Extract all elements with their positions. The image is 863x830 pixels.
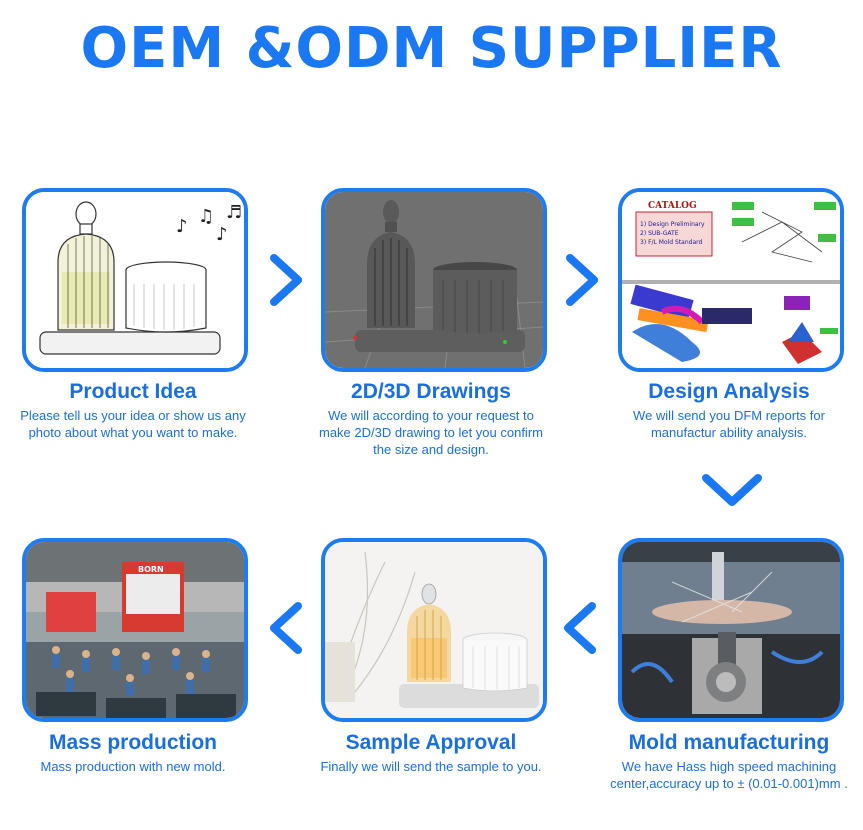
- step-title-product-idea: Product Idea: [69, 380, 197, 403]
- step-desc-design-analysis: We will send you DFM reports for manufac…: [633, 408, 825, 440]
- chevron-left-icon: [560, 600, 600, 656]
- factory-sign: BORN: [138, 565, 164, 574]
- step-title-mass-production: Mass production: [48, 731, 217, 754]
- step-title-drawings: 2D/3D Drawings: [351, 380, 511, 403]
- catalog-item: 3) F/L Mold Standard: [640, 239, 703, 246]
- svg-text:♪: ♪: [216, 224, 228, 245]
- mold-manufacturing-image: [618, 538, 844, 722]
- step-title-design-analysis: Design Analysis: [648, 380, 810, 403]
- catalog-label: CATALOG: [648, 201, 697, 211]
- product-idea-image: ♪♫ ♪♬: [22, 188, 248, 372]
- chevron-right-icon: [266, 252, 306, 308]
- chevron-down-icon: [700, 470, 764, 510]
- chevron-right-icon: [562, 252, 602, 308]
- sample-approval-image: [321, 538, 547, 722]
- step-desc-mold-manufacturing: We have Hass high speed machining center…: [610, 759, 848, 791]
- mass-production-image: BORN: [22, 538, 248, 722]
- drawings-image: [321, 188, 547, 372]
- catalog-item: 2) SUB-GATE: [640, 230, 679, 237]
- step-desc-mass-production: Mass production with new mold.: [40, 759, 226, 774]
- step-title-mold-manufacturing: Mold manufacturing: [628, 731, 830, 754]
- step-title-sample-approval: Sample Approval: [345, 731, 517, 754]
- svg-text:♪: ♪: [176, 216, 188, 237]
- step-desc-sample-approval: Finally we will send the sample to you.: [320, 759, 542, 774]
- page-title: OEM &ODM SUPPLIER: [80, 16, 783, 81]
- step-desc-drawings: We will according to your request to mak…: [319, 408, 543, 457]
- step-desc-product-idea: Please tell us your idea or show us any …: [20, 408, 246, 440]
- svg-text:♬: ♬: [226, 202, 242, 223]
- design-analysis-image: CATALOG 1) Design Preliminary 2) SUB-GAT…: [618, 188, 844, 372]
- chevron-left-icon: [266, 600, 306, 656]
- catalog-item: 1) Design Preliminary: [640, 221, 705, 228]
- svg-text:♫: ♫: [198, 206, 214, 227]
